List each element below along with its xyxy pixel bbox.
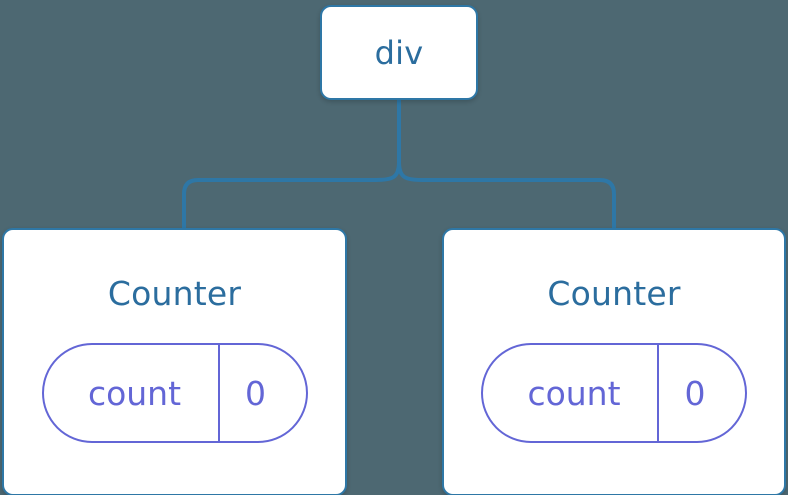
link-to-counter-left bbox=[182, 161, 401, 228]
node-div[interactable]: div bbox=[320, 5, 478, 100]
state-pill-left[interactable]: count 0 bbox=[41, 343, 308, 443]
node-counter-left[interactable]: Counter count 0 bbox=[2, 228, 347, 495]
state-pill-divider-right bbox=[657, 345, 659, 441]
node-counter-right[interactable]: Counter count 0 bbox=[442, 228, 786, 495]
node-counter-right-label: Counter bbox=[547, 274, 681, 313]
link-to-counter-right bbox=[397, 161, 616, 228]
state-pill-divider-left bbox=[217, 345, 220, 441]
state-value-right: 0 bbox=[684, 373, 706, 413]
state-key-right: count bbox=[527, 373, 621, 413]
state-key-left: count bbox=[87, 373, 182, 413]
node-counter-left-label: Counter bbox=[107, 274, 242, 313]
state-pill-right[interactable]: count 0 bbox=[481, 343, 747, 443]
node-div-label: div bbox=[374, 33, 424, 72]
state-value-left: 0 bbox=[245, 373, 266, 413]
